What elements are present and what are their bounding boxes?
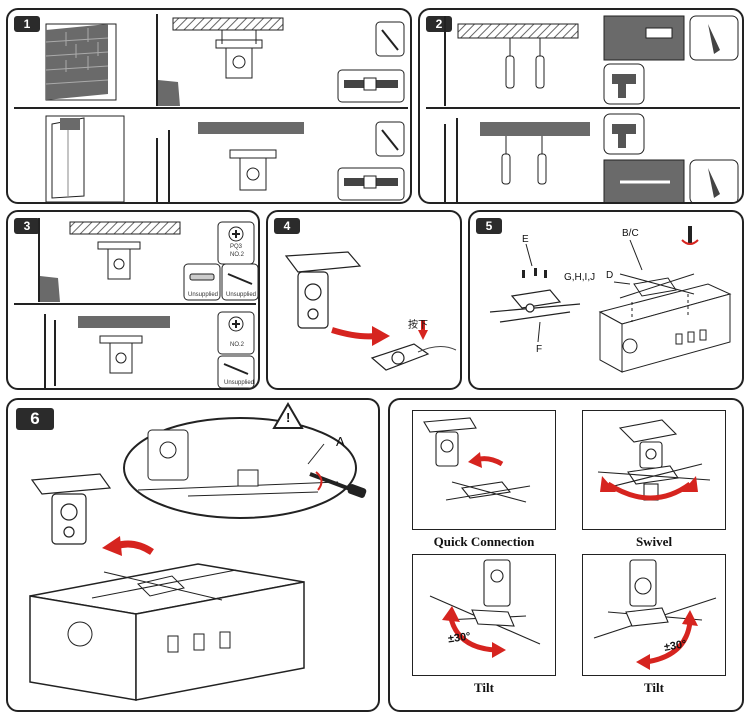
panel-features: Quick Connection Swivel Tilt Tilt ±30° ±…	[388, 398, 744, 712]
unsupplied-label: Unsupplied	[226, 292, 257, 298]
label-f: F	[536, 344, 543, 355]
drill-icon	[612, 74, 636, 98]
label-bc: B/C	[622, 228, 639, 239]
screw-size-label: NO.2	[230, 252, 245, 258]
screw-size-label: NO.2	[230, 342, 245, 348]
caption-tilt-1: Tilt	[474, 680, 494, 695]
mount-head-icon	[284, 251, 362, 329]
panel-step-2: 2	[418, 8, 744, 204]
warning-icon	[272, 402, 304, 429]
press-label: 按下	[408, 320, 428, 331]
label-a: A	[336, 434, 345, 449]
label-ghij: G,H,I,J	[564, 272, 596, 283]
caption-tilt-2: Tilt	[644, 680, 664, 695]
step-6-illustration	[29, 402, 367, 701]
step-2-illustration	[426, 15, 740, 202]
caption-quick-connection: Quick Connection	[433, 534, 535, 549]
warning-mark: !	[286, 410, 291, 425]
step-1-illustration	[14, 14, 408, 202]
unsupplied-label: Unsupplied	[188, 292, 219, 298]
label-e: E	[522, 234, 529, 245]
ceiling-bracket-icon	[215, 30, 263, 79]
step-number: 4	[274, 218, 300, 234]
step-5-illustration	[489, 226, 732, 373]
step-number: 6	[16, 408, 54, 430]
panel-step-5: 5 E G,H,I,J F B/C D	[468, 210, 744, 390]
spider-bracket-icon	[489, 289, 581, 323]
brick-wall-icon	[45, 23, 117, 101]
step-number: 3	[14, 218, 40, 234]
anchor-icon	[505, 38, 545, 89]
panel-step-6: 6 A !	[6, 398, 380, 712]
panel-step-1: 1	[6, 8, 412, 204]
panel-step-3: 3 PQ3 NO.2 Unsupplied Un	[6, 210, 260, 390]
features-illustration	[423, 417, 717, 670]
step-number: 5	[476, 218, 502, 234]
unsupplied-label: Unsupplied	[224, 380, 255, 386]
label-d: D	[606, 270, 614, 281]
wood-wall-icon	[45, 115, 125, 202]
caption-swivel: Swivel	[635, 534, 673, 549]
step-3-illustration	[14, 218, 258, 388]
screw-type-label: PQ3	[230, 244, 243, 250]
step-number: 1	[14, 16, 40, 32]
step-4-illustration	[284, 251, 457, 371]
panel-step-4: 4 按下	[266, 210, 462, 390]
